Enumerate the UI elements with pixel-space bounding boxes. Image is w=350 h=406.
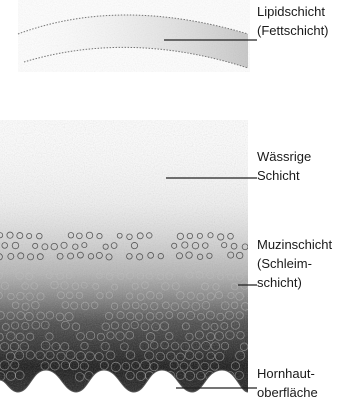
label-lipid-layer: Lipidschicht (Fettschicht) bbox=[257, 2, 329, 40]
label-cornea-line-2: oberfläche bbox=[257, 383, 318, 402]
lipid-layer bbox=[18, 0, 250, 72]
label-mucin-layer: Muzinschicht (Schleim- schicht) bbox=[257, 235, 332, 292]
label-aqueous-line-1: Wässrige bbox=[257, 147, 311, 166]
label-lipid-line-1: Lipidschicht bbox=[257, 2, 329, 21]
mucin-cell bbox=[96, 372, 105, 381]
label-mucin-line-1: Muzinschicht bbox=[257, 235, 332, 254]
label-cornea-surface: Hornhaut- oberfläche bbox=[257, 364, 318, 402]
mucin-cell bbox=[46, 372, 55, 381]
label-lipid-line-2: (Fettschicht) bbox=[257, 21, 329, 40]
label-aqueous-line-2: Schicht bbox=[257, 166, 311, 185]
aqueous-mucin-layers bbox=[0, 120, 249, 400]
label-mucin-line-2: (Schleim- bbox=[257, 254, 332, 273]
mucin-cell bbox=[215, 371, 223, 379]
label-aqueous-layer: Wässrige Schicht bbox=[257, 147, 311, 185]
label-cornea-line-1: Hornhaut- bbox=[257, 364, 318, 383]
label-mucin-line-3: schicht) bbox=[257, 273, 332, 292]
